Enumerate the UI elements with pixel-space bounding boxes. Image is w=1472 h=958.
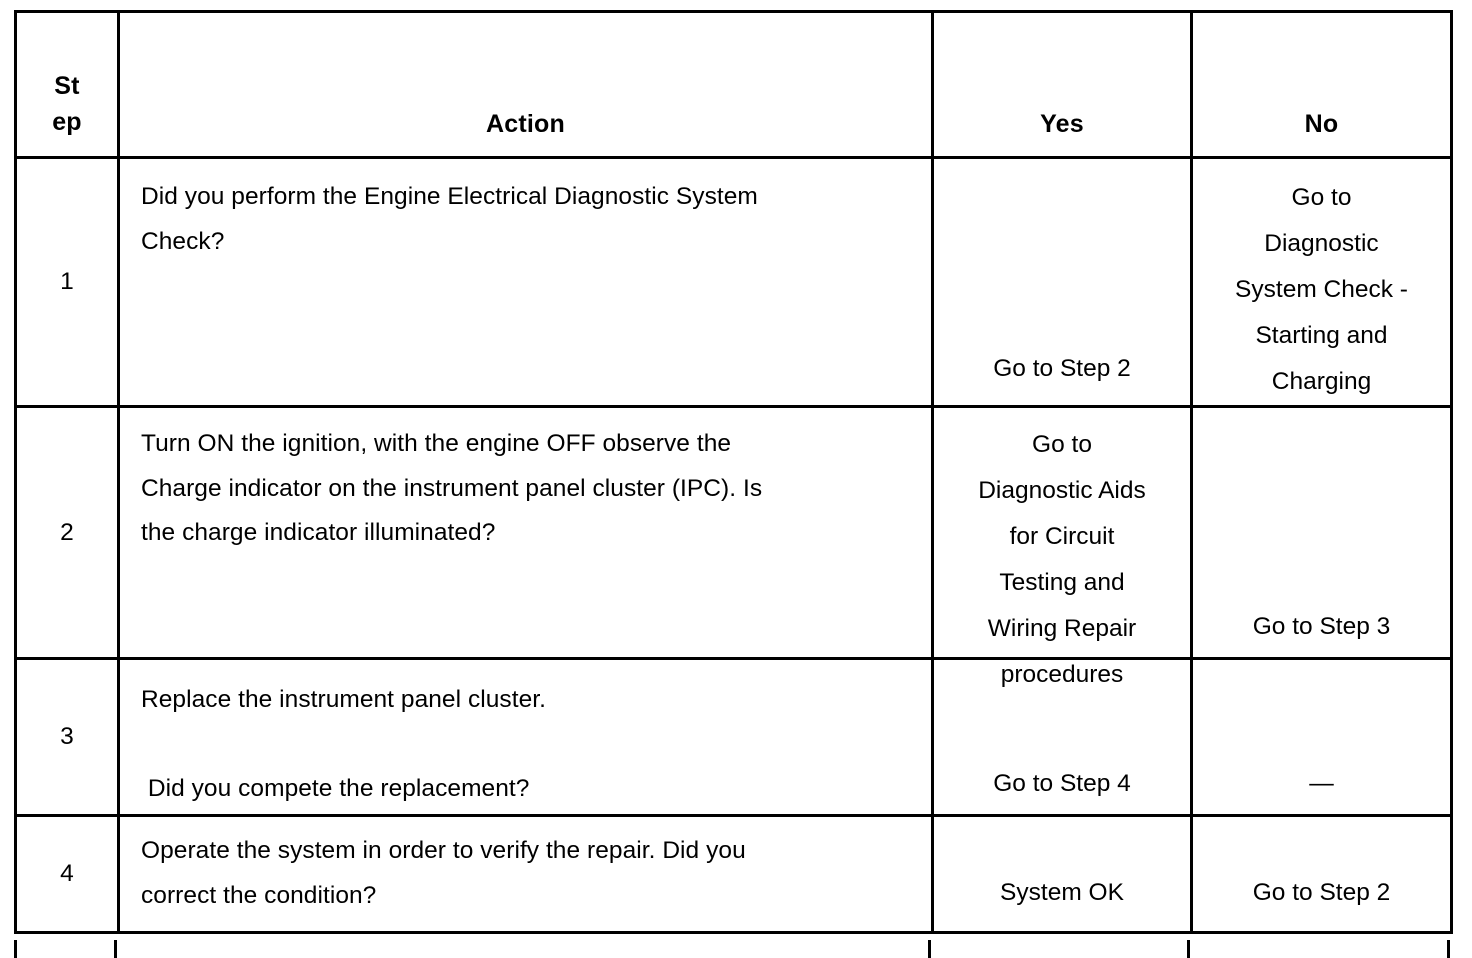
no-text-dash: — [1309, 770, 1334, 798]
yes-text: Go to Step 4 [993, 770, 1131, 798]
action-cell: Turn ON the ignition, with the engine OF… [117, 405, 934, 660]
action-cell: Replace the instrument panel cluster. Di… [117, 657, 934, 817]
action-line: the charge indicator illuminated? [141, 519, 496, 547]
table-header-row: St ep Action Yes [14, 10, 1453, 159]
header-cell-action: Action [117, 10, 934, 159]
no-cell: Go to Step 3 [1190, 405, 1453, 660]
stub-rule-yes [1187, 940, 1190, 958]
action-line: Operate the system in order to verify th… [141, 837, 746, 864]
yes-cell: Go to Diagnostic Aids for Circuit Testin… [931, 405, 1193, 688]
diagnostic-step-table: St ep Action Yes [14, 10, 1453, 934]
no-text: Go to Diagnostic System Check - Starting… [1193, 175, 1450, 405]
no-line: Starting and [1255, 322, 1388, 350]
next-row-stub [14, 940, 1450, 958]
step-number: 2 [60, 518, 74, 546]
step-number: 3 [60, 723, 74, 750]
table-row: 4 Operate the system in order to verify … [14, 814, 1453, 934]
step-cell: 1 [14, 156, 120, 408]
header-step-line-1: St [54, 72, 80, 100]
header-action-label: Action [486, 110, 565, 138]
table-row: 2 Turn ON the ignition, with the engine … [14, 405, 1453, 688]
yes-line: for Circuit [1009, 523, 1115, 551]
yes-cell: Go to Step 4 [931, 657, 1193, 817]
yes-line: Diagnostic Aids [978, 477, 1146, 505]
no-cell: — [1190, 657, 1453, 817]
step-number: 1 [60, 268, 74, 295]
yes-text: Go to Diagnostic Aids for Circuit Testin… [934, 422, 1190, 698]
step-cell: 3 [14, 657, 120, 817]
table-row: 1 Did you perform the Engine Electrical … [14, 156, 1453, 408]
action-cell: Operate the system in order to verify th… [117, 814, 934, 934]
action-line-blank [141, 723, 546, 768]
no-line: Diagnostic [1264, 230, 1379, 258]
yes-line: Go to [1032, 431, 1092, 458]
step-cell: 4 [14, 814, 120, 934]
header-cell-step: St ep [14, 10, 120, 159]
yes-cell: Go to Step 2 [931, 156, 1193, 408]
stub-rule-right [1447, 940, 1450, 958]
action-text: Operate the system in order to verify th… [120, 829, 760, 918]
no-cell: Go to Step 2 [1190, 814, 1453, 934]
action-line: Replace the instrument panel cluster. [141, 686, 546, 713]
action-text: Did you perform the Engine Electrical Di… [120, 175, 772, 264]
table-row: 3 Replace the instrument panel cluster. … [14, 657, 1453, 817]
no-line: System Check - [1235, 276, 1408, 304]
action-line: correct the condition? [141, 881, 377, 909]
stub-rule-step [114, 940, 117, 958]
yes-line: procedures [1000, 661, 1124, 689]
no-line: Charging [1271, 368, 1372, 396]
action-line: Did you compete the replacement? [141, 775, 530, 803]
action-line: Charge indicator on the instrument panel… [141, 474, 763, 502]
header-yes-label: Yes [1040, 110, 1084, 138]
action-text: Turn ON the ignition, with the engine OF… [120, 422, 776, 556]
step-number: 4 [60, 860, 74, 887]
step-cell: 2 [14, 405, 120, 660]
action-line: Turn ON the ignition, with the engine OF… [141, 430, 732, 457]
header-cell-no: No [1190, 10, 1453, 159]
action-text: Replace the instrument panel cluster. Di… [120, 678, 560, 812]
no-text: Go to Step 3 [1252, 613, 1391, 641]
stub-rule-left [14, 940, 17, 958]
header-no-label: No [1304, 110, 1339, 138]
stub-rule-action [928, 940, 931, 958]
no-text: Go to Step 2 [1252, 879, 1391, 907]
header-step-line-2: ep [52, 107, 82, 136]
action-cell: Did you perform the Engine Electrical Di… [117, 156, 934, 408]
action-line: Check? [141, 227, 225, 255]
action-line: Did you perform the Engine Electrical Di… [141, 183, 758, 210]
yes-line: Testing and [999, 569, 1125, 597]
yes-text: System OK [1000, 879, 1124, 907]
no-line: Go to [1291, 184, 1352, 211]
no-cell: Go to Diagnostic System Check - Starting… [1190, 156, 1453, 408]
yes-cell: System OK [931, 814, 1193, 934]
yes-line: Wiring Repair [987, 615, 1137, 643]
yes-text: Go to Step 2 [993, 355, 1131, 383]
header-cell-yes: Yes [931, 10, 1193, 159]
